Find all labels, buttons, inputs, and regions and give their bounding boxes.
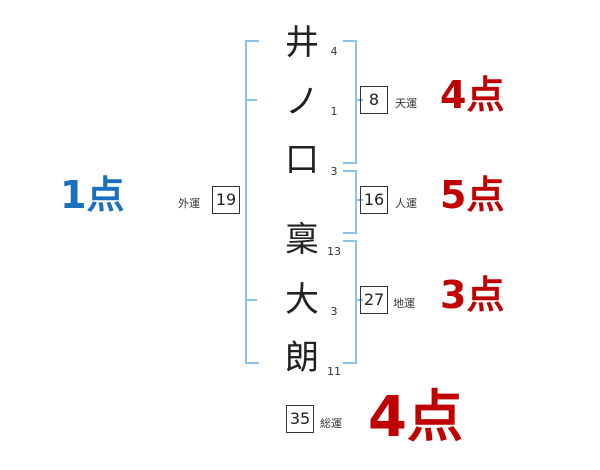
outer-bracket-tick bbox=[245, 299, 257, 301]
gaiun-value: 19 bbox=[212, 186, 240, 214]
chiun-bracket bbox=[343, 240, 357, 364]
chiun-label: 地運 bbox=[393, 297, 415, 310]
jinun-score: 5点 bbox=[440, 173, 505, 217]
tenun-bracket bbox=[343, 40, 357, 164]
jinun-value: 16 bbox=[360, 186, 388, 214]
souun-value: 35 bbox=[286, 405, 314, 433]
chiun-tick bbox=[355, 299, 363, 301]
name-char: 朗 bbox=[285, 338, 319, 378]
chiun-score: 3点 bbox=[440, 273, 505, 317]
stroke-count: 4 bbox=[330, 45, 338, 58]
name-char: 稟 bbox=[285, 220, 319, 260]
outer-bracket bbox=[245, 40, 259, 364]
gaiun-score: 1点 bbox=[60, 173, 125, 217]
gaiun-label: 外運 bbox=[178, 197, 200, 210]
jinun-label: 人運 bbox=[395, 197, 417, 210]
stroke-count: 1 bbox=[330, 105, 338, 118]
outer-bracket-tick bbox=[245, 99, 257, 101]
jinun-bracket bbox=[343, 170, 357, 234]
tenun-value: 8 bbox=[360, 86, 388, 114]
name-char: ノ bbox=[285, 82, 319, 122]
stroke-count: 13 bbox=[327, 245, 341, 258]
name-char: 井 bbox=[285, 23, 319, 63]
stroke-count: 3 bbox=[330, 165, 338, 178]
stroke-count: 11 bbox=[327, 365, 341, 378]
tenun-label: 天運 bbox=[395, 97, 417, 110]
stroke-count: 3 bbox=[330, 305, 338, 318]
name-char: 口 bbox=[285, 140, 319, 180]
souun-score: 4点 bbox=[368, 385, 463, 450]
jinun-tick bbox=[355, 199, 363, 201]
name-char: 大 bbox=[285, 280, 319, 320]
tenun-tick bbox=[355, 99, 363, 101]
tenun-score: 4点 bbox=[440, 73, 505, 117]
chiun-value: 27 bbox=[360, 286, 388, 314]
souun-label: 総運 bbox=[320, 417, 342, 430]
